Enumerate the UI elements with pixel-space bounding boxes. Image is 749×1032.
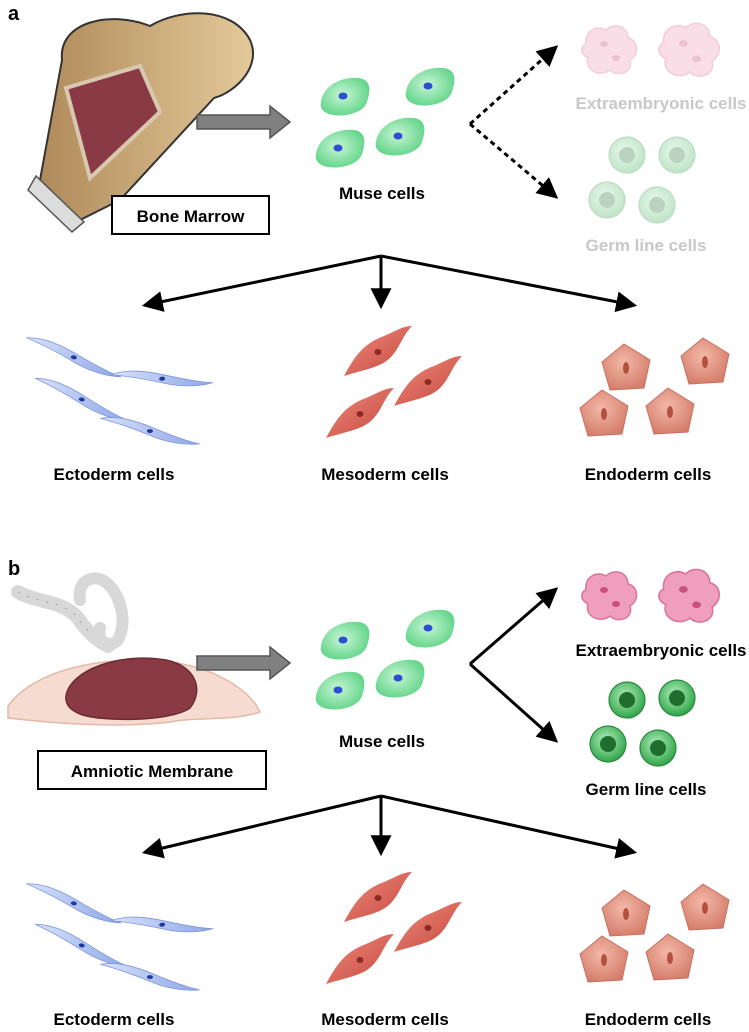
ectoderm-label: Ectoderm cells — [54, 465, 175, 484]
germline-cells-faded — [588, 136, 696, 224]
extraembryonic-label-faded: Extraembryonic cells — [575, 94, 746, 113]
arrow-ectoderm — [141, 254, 382, 312]
panel-a: a Bone Marrow Muse cells Extraembryonic … — [8, 3, 747, 484]
amniotic-membrane-icon — [7, 572, 262, 726]
mesoderm-cells — [326, 326, 462, 438]
endoderm-label-b: Endoderm cells — [585, 1010, 712, 1029]
extraembryonic-cells-faded — [580, 22, 721, 77]
muse-cells-label: Muse cells — [339, 184, 425, 203]
mesoderm-label: Mesoderm cells — [321, 465, 449, 484]
endoderm-label: Endoderm cells — [585, 465, 712, 484]
ectoderm-cells — [22, 336, 214, 446]
gray-arrow — [196, 104, 292, 140]
dotted-arrow-extraembryonic — [469, 45, 559, 126]
arrow-ectoderm-b — [141, 794, 382, 859]
gray-arrow-b — [196, 645, 292, 681]
germline-cells — [589, 679, 696, 767]
panel-a-letter: a — [8, 3, 20, 25]
amniotic-membrane-label: Amniotic Membrane — [71, 762, 233, 781]
endoderm-cells-b — [579, 883, 730, 983]
bone-marrow-box — [111, 195, 270, 235]
muse-cells — [315, 67, 455, 168]
bone-marrow-label: Bone Marrow — [137, 207, 245, 226]
mesoderm-cells-b — [326, 872, 462, 984]
extraembryonic-cells — [580, 568, 721, 623]
muse-cells-label-b: Muse cells — [339, 732, 425, 751]
germline-label-faded: Germ line cells — [586, 236, 707, 255]
panel-b: b Amniotic Membrane Muse cells — [7, 558, 747, 1029]
bone-icon — [27, 12, 254, 234]
dotted-arrow-germline — [469, 122, 559, 199]
arrow-endoderm-b — [380, 794, 638, 859]
muse-cells-b — [315, 609, 455, 710]
amniotic-membrane-box — [37, 750, 267, 790]
germline-label: Germ line cells — [586, 780, 707, 799]
extraembryonic-label: Extraembryonic cells — [575, 641, 746, 660]
ectoderm-cells-b — [22, 882, 214, 992]
panel-b-letter: b — [8, 558, 20, 580]
arrow-endoderm — [380, 254, 638, 313]
mesoderm-label-b: Mesoderm cells — [321, 1010, 449, 1029]
arrow-germline — [469, 662, 559, 743]
arrow-extraembryonic — [469, 587, 559, 666]
ectoderm-label-b: Ectoderm cells — [54, 1010, 175, 1029]
endoderm-cells — [579, 337, 730, 437]
